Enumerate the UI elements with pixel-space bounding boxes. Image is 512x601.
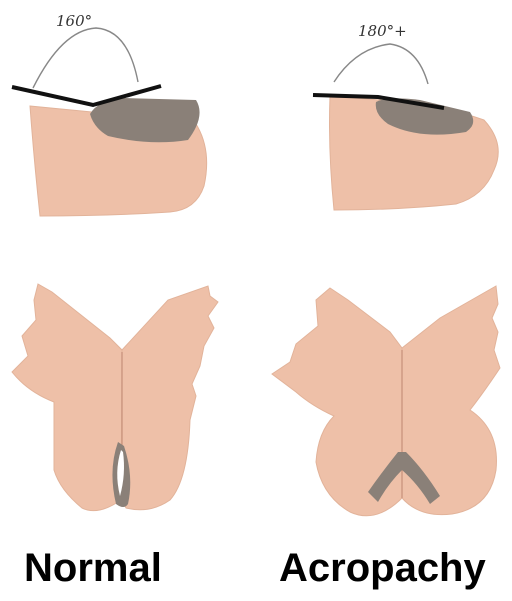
acropachy-angle-arc	[334, 44, 428, 84]
normal-dorsal-view	[12, 284, 218, 511]
normal-panel: 160°	[12, 12, 218, 511]
normal-finger-profile: 160°	[12, 12, 207, 216]
acropachy-finger-profile: 180°+	[313, 22, 498, 210]
normal-left-digit	[12, 284, 122, 511]
acropachy-caption: Acropachy	[279, 548, 486, 588]
normal-caption: Normal	[24, 548, 162, 588]
acropachy-dorsal-view	[272, 286, 500, 516]
acropachy-panel: 180°+	[272, 22, 500, 516]
acropachy-angle-label: 180°+	[358, 22, 407, 40]
normal-angle-arc	[33, 28, 138, 88]
normal-right-digit	[122, 286, 218, 510]
normal-angle-label: 160°	[56, 12, 92, 30]
